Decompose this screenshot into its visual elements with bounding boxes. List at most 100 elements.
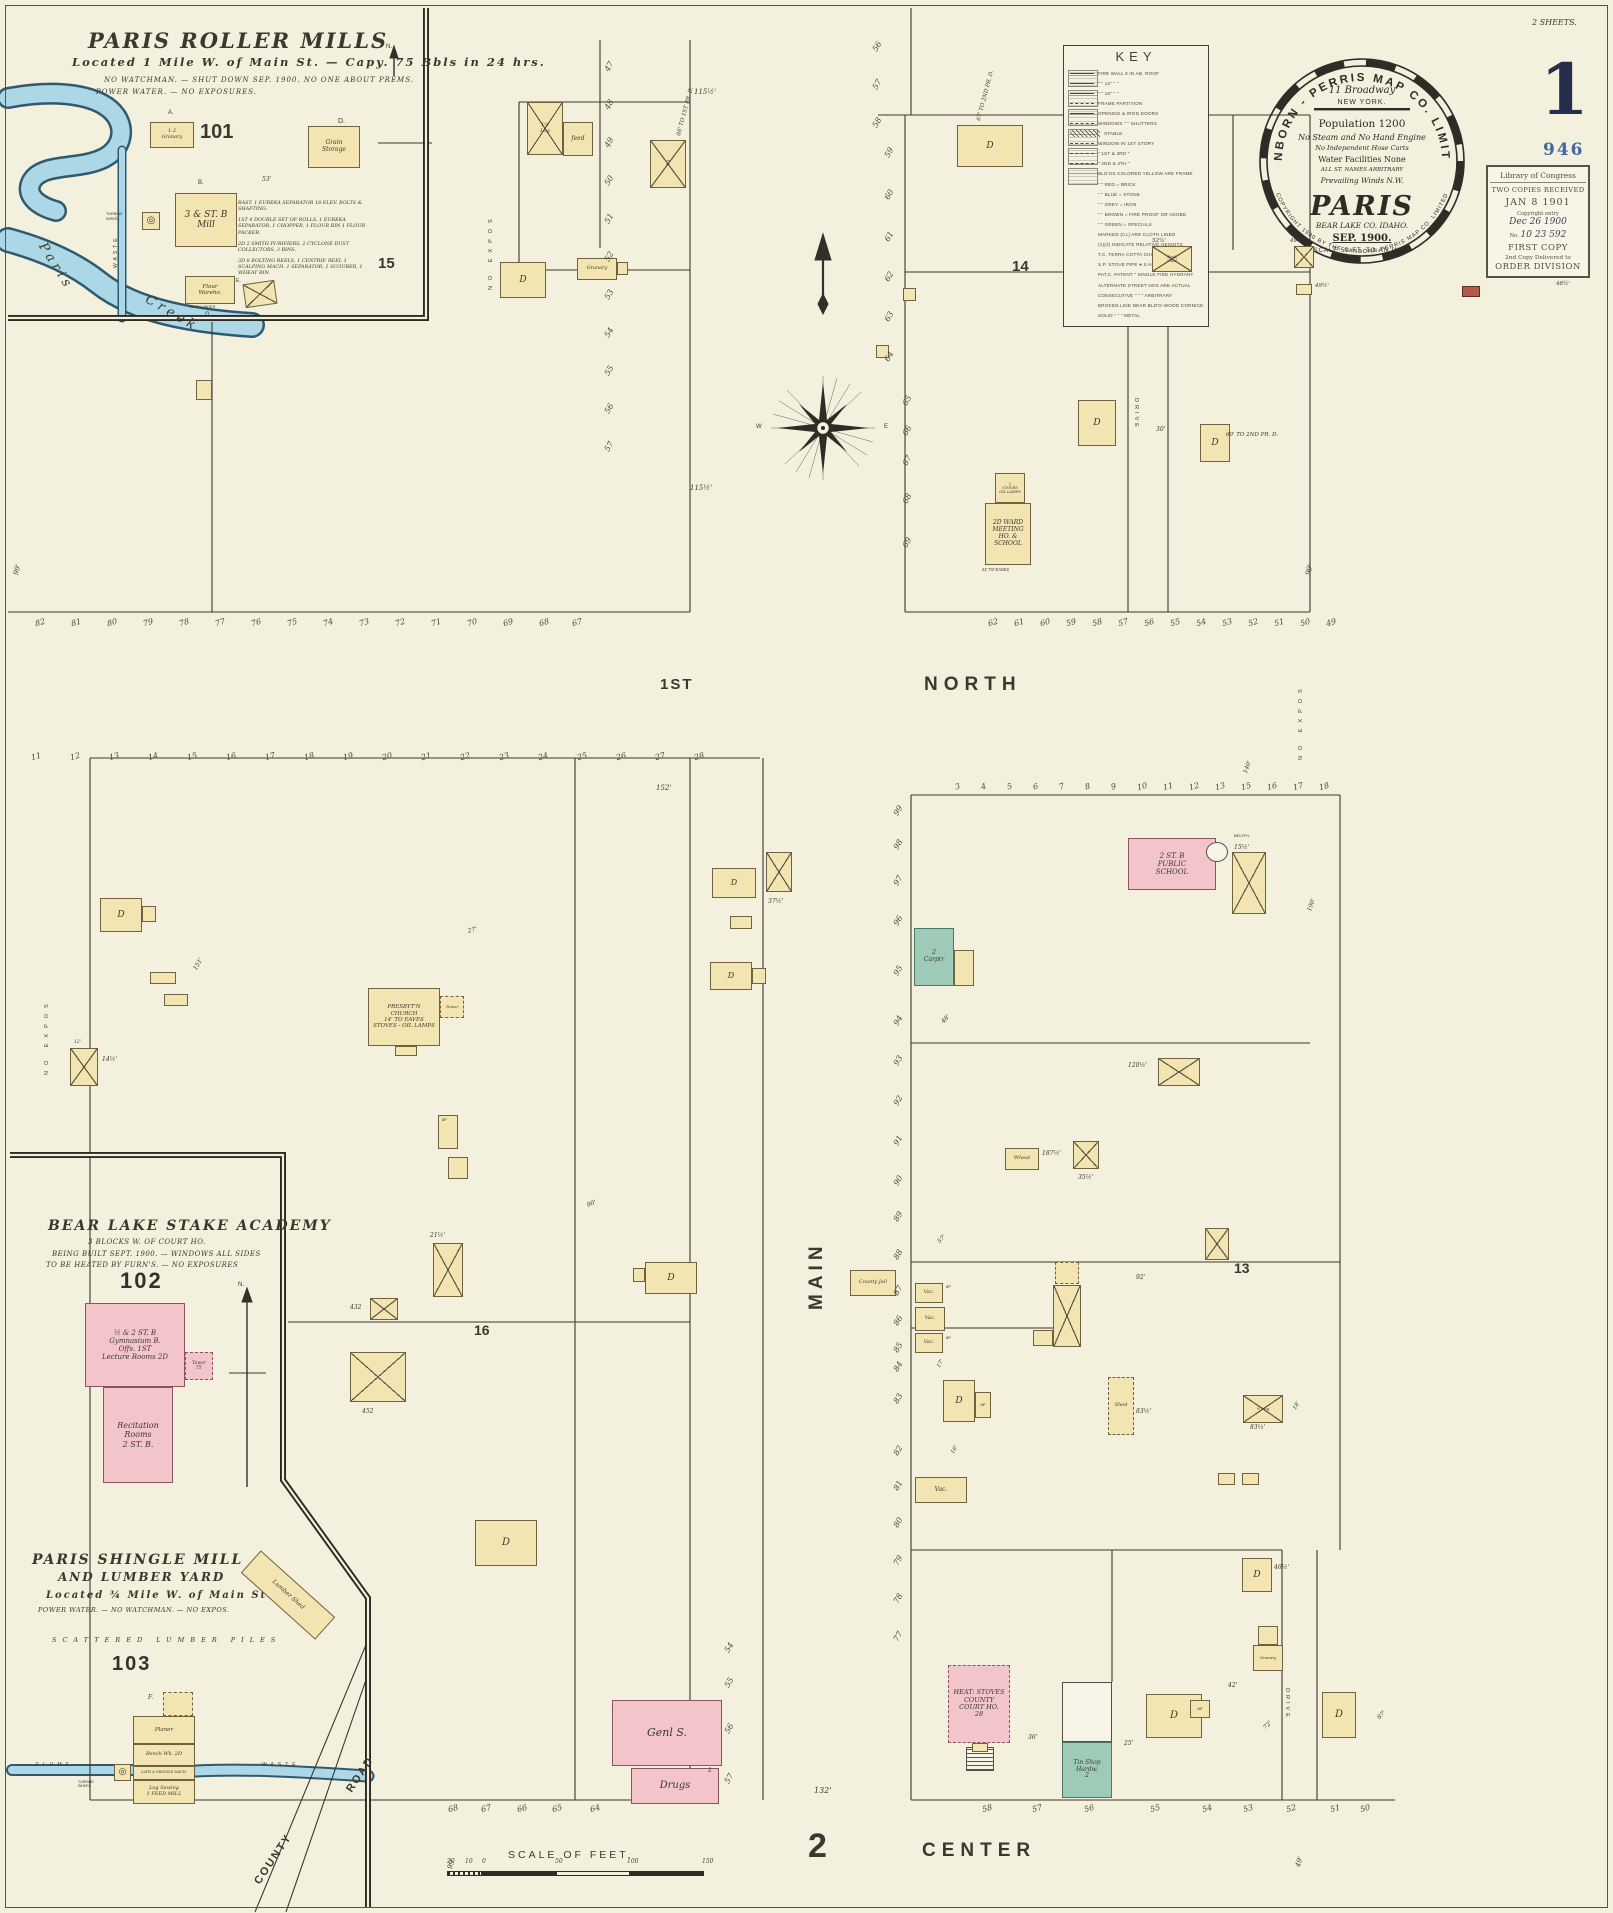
key-symbol: [1068, 140, 1098, 147]
building-label: Vac.: [924, 1315, 936, 1322]
map-label: 42': [1228, 1682, 1238, 1689]
building-label: D: [1169, 1710, 1179, 1722]
building-label: 1½ Log: [540, 121, 550, 134]
map-label: 452: [362, 1408, 374, 1415]
svg-text:ALL ST. NAMES ARBITRARY: ALL ST. NAMES ARBITRARY: [1320, 167, 1404, 173]
key-text: OPENING & IRON DOORS: [1098, 110, 1159, 116]
map-label: 12': [74, 1040, 81, 1045]
building-turbine-wheel: ◎: [142, 212, 160, 230]
loc-date: JAN 8 1901: [1505, 197, 1571, 208]
key-text: T.C. TERRA COTTA CHIMNEY: [1098, 252, 1167, 258]
loc-line: Library of Congress: [1490, 171, 1586, 183]
building-label: 1-2 Granary: [161, 128, 183, 140]
building-label: Drugs: [659, 1780, 691, 1792]
building-granary-a: 1-2 Granary: [150, 122, 194, 148]
map-label: N.: [238, 1282, 244, 1288]
key-symbol: [1068, 241, 1098, 248]
key-row: " " RED = BRICK: [1068, 179, 1205, 189]
building-barn: [1158, 1058, 1200, 1086]
key-text: MARKED (CL) ARE CLOTH LINED: [1098, 232, 1176, 238]
key-text: " 1ST & 3RD ": [1098, 151, 1130, 157]
svg-text:No Steam and No Hand Engine: No Steam and No Hand Engine: [1297, 133, 1426, 142]
map-label: 25': [1124, 1740, 1134, 1747]
key-row: STABLE: [1068, 129, 1205, 139]
shingle-mill-title-2: AND LUMBER YARD: [58, 1570, 226, 1584]
building-vacant: Vac.: [915, 1477, 967, 1503]
building-label: Wheat: [1013, 1155, 1031, 1162]
key-symbol: [1068, 110, 1098, 117]
machinery-note: 3D 8 BOLTING REELS, 1 CENTRIF. REEL 1 SC…: [238, 257, 363, 277]
svg-text:Population 1200: Population 1200: [1319, 118, 1406, 130]
svg-text:No Independent Hose Carts: No Independent Hose Carts: [1314, 144, 1409, 152]
map-label: 35½': [1078, 1174, 1094, 1181]
mills-note-1: NO WATCHMAN. — SHUT DOWN SEP. 1900. NO O…: [104, 76, 414, 84]
map-label: 37½': [768, 898, 784, 905]
key-symbol: [1068, 302, 1098, 309]
svg-text:NEW YORK.: NEW YORK.: [1338, 99, 1387, 106]
shingle-mill-sub-1: Located ¾ Mile W. of Main St.: [46, 1590, 273, 1601]
building-barn: [70, 1048, 98, 1086]
key-symbol: [1070, 130, 1100, 138]
key-symbol: [1068, 160, 1098, 167]
key-symbol: [1068, 261, 1098, 268]
map-label: 83⅓': [1250, 1424, 1266, 1431]
block-number-102: 102: [120, 1268, 163, 1293]
map-label: A.: [168, 110, 174, 116]
map-label: 8P: [946, 1335, 951, 1340]
key-row: FRAME PARTITION: [1068, 98, 1205, 108]
key-symbol: [1068, 170, 1098, 177]
map-label: 115½': [694, 88, 717, 96]
key-title: KEY: [1115, 49, 1157, 64]
key-text: SOLID " " " METAL: [1098, 312, 1141, 318]
map-label: NO EXPOS: [44, 998, 50, 1075]
machinery-note: BAST. 1 EUREKA SEPARATOR 18 ELEV. BOLTS …: [238, 200, 363, 213]
map-label: E.: [236, 278, 241, 284]
map-key: KEY FIRE WALL 6 IN AB. ROOF" " 12" " " " …: [1063, 45, 1209, 327]
map-label: 21½': [430, 1232, 446, 1239]
map-label: 2: [808, 1827, 827, 1865]
map-label: B.: [198, 180, 204, 186]
map-label: TURBINE WHEEL: [106, 212, 123, 221]
building-shed: [1242, 1473, 1259, 1485]
map-label: OPEN UNDER: [190, 305, 216, 309]
loc-line: ORDER DIVISION: [1495, 262, 1581, 272]
building-grain-storage: Grain Storage: [308, 126, 360, 168]
key-text: BROKEN LINE NEAR BLD'G-WOOD CORNICE: [1098, 302, 1204, 308]
key-row: FIRE WALL 6 IN AB. ROOF: [1068, 68, 1205, 78]
map-label: W: [756, 424, 762, 430]
building-label: HEAT: STOVES COUNTY COURT HO. 28: [953, 1688, 1005, 1719]
building-county-court-house: HEAT: STOVES COUNTY COURT HO. 28: [948, 1665, 1010, 1743]
svg-text:Prevailing Winds N.W.: Prevailing Winds N.W.: [1320, 176, 1404, 185]
key-row: (1)(2) INDICATE RELATIVE HEIGHTS: [1068, 240, 1205, 250]
building-label: D: [117, 909, 125, 920]
key-text: " 2ND & 4TH ": [1098, 161, 1130, 167]
map-label: WASTE: [113, 235, 119, 268]
building-stone-barn: [1205, 1228, 1229, 1260]
map-label: NORTH: [924, 674, 1022, 695]
map-label: 187½': [1042, 1150, 1061, 1157]
building-dwelling: D: [475, 1520, 537, 1566]
building-vacant: Vac.: [915, 1333, 943, 1353]
building-shed: [1218, 1473, 1235, 1485]
loc-line: FIRST COPY: [1508, 243, 1568, 253]
building-label: Bench Wk. 2D: [145, 1751, 182, 1758]
building-label: D: [501, 1537, 511, 1549]
key-symbol: [1068, 181, 1098, 188]
key-row: " " 12" " ": [1068, 78, 1205, 88]
building-shed: [903, 288, 916, 301]
building-label: 8P: [980, 1401, 986, 1407]
building-barn: [350, 1352, 406, 1402]
key-row: " " BROWN = FIRE PROOF OR ADOBE: [1068, 209, 1205, 219]
building-annex: [1258, 1626, 1278, 1645]
building-annex: [1033, 1330, 1053, 1346]
building-drug-store: Drugs: [631, 1768, 719, 1804]
map-label: 101: [200, 121, 234, 143]
key-row: PAT.C. PATENT " SINGLE FIRE HYDRANT: [1068, 270, 1205, 280]
building-label: 8P: [1197, 1705, 1203, 1711]
building-barn: [433, 1243, 463, 1297]
map-label: D.: [338, 118, 345, 125]
building-annex: 8P: [975, 1392, 991, 1418]
key-symbol: [1068, 271, 1098, 278]
building-log-barn: ½ Log: [1243, 1395, 1283, 1423]
key-row: WINDOW IN 1ST STORY: [1068, 139, 1205, 149]
